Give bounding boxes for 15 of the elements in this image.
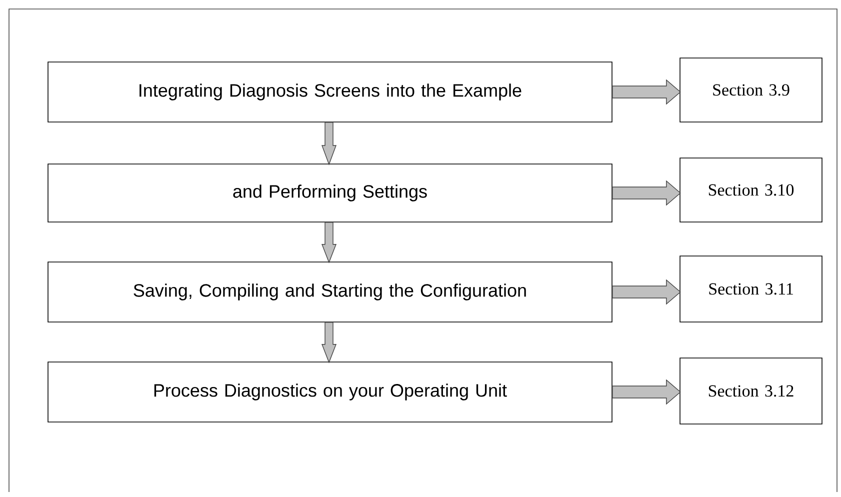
block-arrow: [322, 322, 337, 364]
block-arrow: [612, 379, 681, 405]
block-arrow: [612, 180, 681, 206]
block-arrow: [322, 122, 336, 166]
section-box: Section 3.9: [680, 58, 822, 122]
block-arrow: [612, 79, 681, 105]
process-box: Saving, Compiling and Starting the Configuration: [48, 262, 612, 322]
block-arrow: [322, 222, 337, 264]
block-arrow: [612, 279, 681, 305]
section-box: Section 3.11: [680, 256, 822, 322]
section-box: Section 3.10: [680, 158, 822, 222]
process-box: Process Diagnostics on your Operating Unit: [48, 362, 612, 422]
process-box: Integrating Diagnosis Screens into the Example: [48, 62, 612, 122]
process-box: and Performing Settings: [48, 164, 612, 222]
section-box: Section 3.12: [680, 358, 822, 424]
